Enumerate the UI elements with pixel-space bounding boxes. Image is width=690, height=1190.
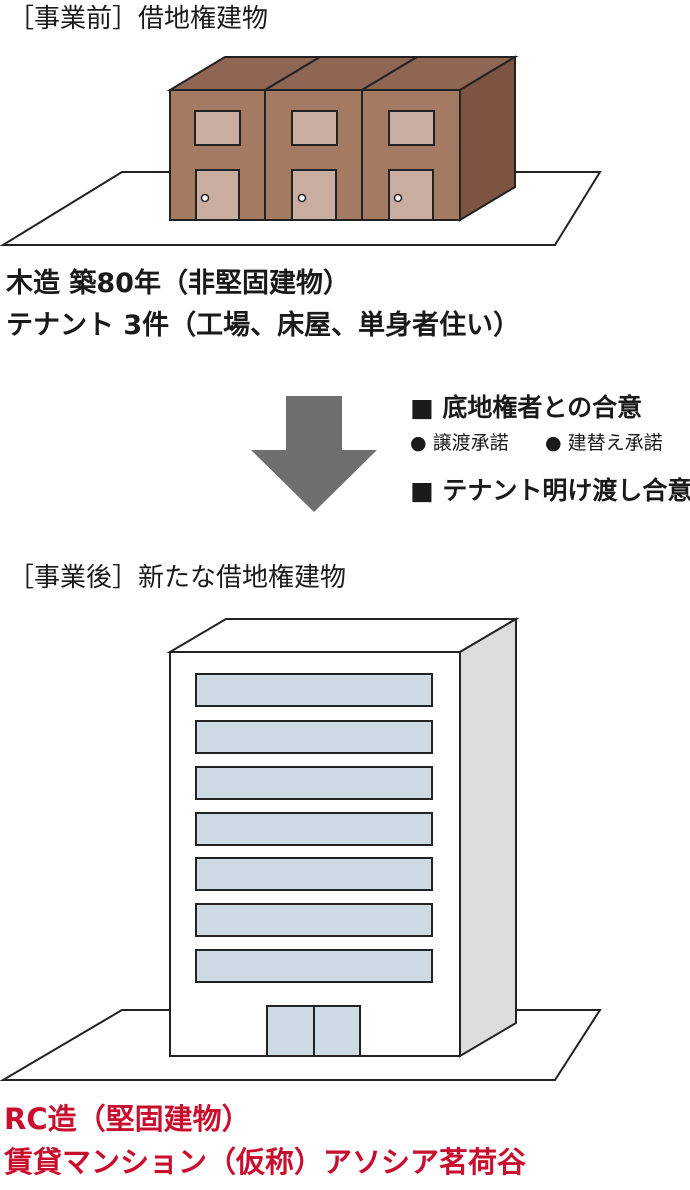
- before-description-line1: 木造 築80年（非堅固建物）: [6, 268, 350, 299]
- building-side-face: [459, 617, 517, 1058]
- after-heading: ［事業後］新たな借地権建物: [8, 563, 347, 593]
- building-roof: [166, 618, 520, 653]
- window-2: [291, 110, 338, 146]
- door-knob-1: [200, 193, 210, 203]
- entrance-door-left: [266, 1005, 315, 1057]
- window-band-7: [195, 949, 433, 983]
- window-band-4: [195, 812, 433, 846]
- entrance-door-right: [313, 1005, 361, 1057]
- arrow-shape: [251, 396, 377, 512]
- window-band-3: [195, 766, 433, 800]
- before-heading: ［事業前］借地権建物: [8, 4, 269, 34]
- before-description-line2: テナント 3件（工場、床屋、単身者住い）: [6, 310, 521, 341]
- building-front: [169, 651, 461, 1057]
- after-description-line1: RC造（堅固建物）: [4, 1102, 251, 1136]
- down-arrow-icon: [251, 396, 377, 512]
- window-band-2: [195, 720, 433, 754]
- window-band-1: [195, 673, 433, 707]
- rc-building-illustration: [0, 617, 602, 1081]
- wooden-building-illustration: [0, 55, 602, 246]
- window-band-5: [195, 857, 433, 891]
- window-3: [388, 110, 435, 146]
- condition-transfer-consent: ● 譲渡承諾: [410, 432, 509, 454]
- window-1: [194, 110, 241, 146]
- condition-agreement-landowner: ■ 底地権者との合意: [410, 393, 643, 422]
- door-knob-3: [393, 193, 403, 203]
- condition-tenant-evacuation: ■ テナント明け渡し合意: [410, 476, 690, 505]
- window-band-6: [195, 903, 433, 937]
- condition-rebuild-consent: ● 建替え承諾: [545, 432, 663, 454]
- door-knob-2: [297, 193, 307, 203]
- after-description-line2: 賃貸マンション（仮称）アソシア茗荷谷: [4, 1145, 527, 1179]
